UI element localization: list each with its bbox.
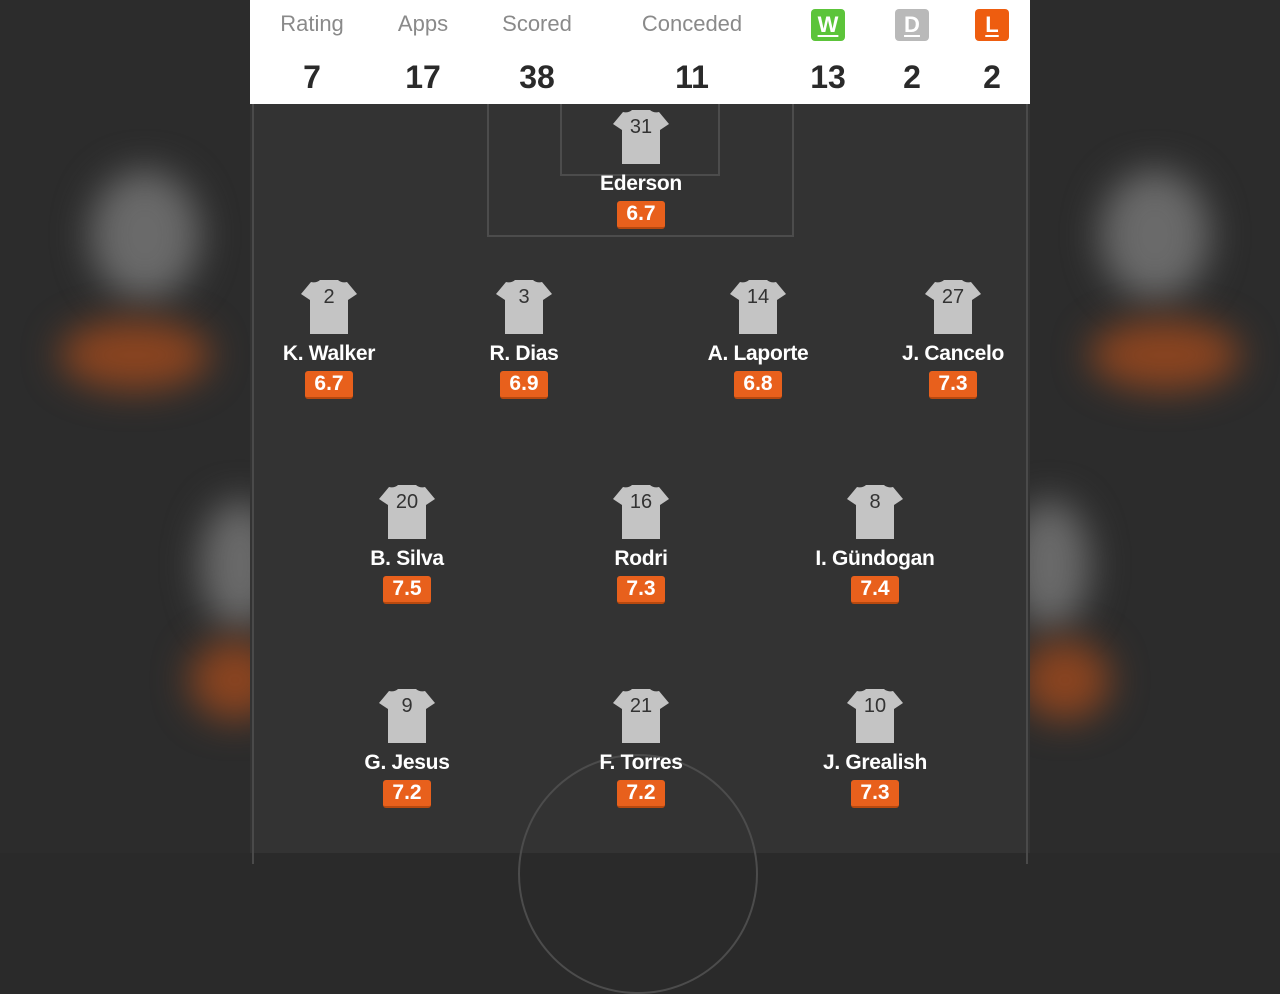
penalty-box [487,104,794,237]
stat-value: 11 [675,59,709,95]
player-rating: 7.2 [617,780,665,808]
player-name: G. Jesus [364,751,450,774]
player-name: I. Gündogan [815,547,935,570]
player-rating: 6.7 [617,201,665,229]
stat-label: Scored [502,11,572,36]
player-name: A. Laporte [707,342,809,365]
shirt-number: 27 [941,286,965,308]
football-shirt-icon: 14 [729,278,787,336]
stat-value: 7 [303,59,321,95]
shirt-number: 8 [869,491,881,513]
football-shirt-icon: 2 [300,278,358,336]
shirt-number: 20 [395,491,419,513]
player-card[interactable]: 31 Ederson 6.7 [556,108,726,229]
stat-value: 2 [983,59,1001,95]
player-rating: 6.9 [500,371,548,399]
player-rating: 7.3 [851,780,899,808]
player-name: K. Walker [282,342,376,365]
football-shirt-icon: 3 [495,278,553,336]
stat-value: 38 [519,59,555,95]
player-card[interactable]: 27 J. Cancelo 7.3 [868,278,1038,399]
stat-value: 2 [903,59,921,95]
stat-label: Rating [280,11,344,36]
football-shirt-icon: 21 [612,687,670,745]
player-name: R. Dias [489,342,559,365]
player-card[interactable]: 8 I. Gündogan 7.4 [790,483,960,604]
football-shirt-icon: 8 [846,483,904,541]
player-card[interactable]: 2 K. Walker 6.7 [244,278,414,399]
player-name: Ederson [600,172,682,195]
stat-value: 17 [405,59,441,95]
player-card[interactable]: 3 R. Dias 6.9 [439,278,609,399]
shirt-number: 10 [863,695,887,717]
player-name: F. Torres [599,751,683,774]
player-rating: 7.4 [851,576,899,604]
player-card[interactable]: 14 A. Laporte 6.8 [673,278,843,399]
stat-value: 13 [810,59,846,95]
football-shirt-icon: 9 [378,687,436,745]
shirt-number: 16 [629,491,653,513]
shirt-number: 9 [401,695,413,717]
player-card[interactable]: 20 B. Silva 7.5 [322,483,492,604]
player-name: B. Silva [370,547,444,570]
stat-label: Apps [397,11,449,36]
player-rating: 6.8 [734,371,782,399]
football-shirt-icon: 31 [612,108,670,166]
draw-badge: D [895,9,929,41]
stat-label: Conceded [641,11,743,36]
player-name: J. Grealish [822,751,928,774]
pitch [252,104,1028,864]
blurred-background-right [1030,0,1280,853]
player-card[interactable]: 21 F. Torres 7.2 [556,687,726,808]
player-rating: 7.3 [929,371,977,399]
team-stats-bar: Rating 7 Apps 17 Scored 38 Conceded 11 W… [250,0,1030,104]
player-name: J. Cancelo [901,342,1005,365]
player-card[interactable]: 10 J. Grealish 7.3 [790,687,960,808]
football-shirt-icon: 27 [924,278,982,336]
shirt-number: 3 [518,286,530,308]
win-badge: W [811,9,845,41]
loss-badge: L [975,9,1009,41]
football-shirt-icon: 10 [846,687,904,745]
shirt-number: 21 [629,695,653,717]
shirt-number: 14 [746,286,770,308]
blurred-background-left [0,0,250,853]
football-shirt-icon: 20 [378,483,436,541]
player-rating: 7.5 [383,576,431,604]
shirt-number: 31 [629,116,653,138]
player-rating: 7.3 [617,576,665,604]
football-shirt-icon: 16 [612,483,670,541]
player-card[interactable]: 9 G. Jesus 7.2 [322,687,492,808]
player-rating: 6.7 [305,371,353,399]
shirt-number: 2 [323,286,335,308]
goal-box [560,104,720,176]
player-name: Rodri [614,547,668,570]
player-rating: 7.2 [383,780,431,808]
player-card[interactable]: 16 Rodri 7.3 [556,483,726,604]
